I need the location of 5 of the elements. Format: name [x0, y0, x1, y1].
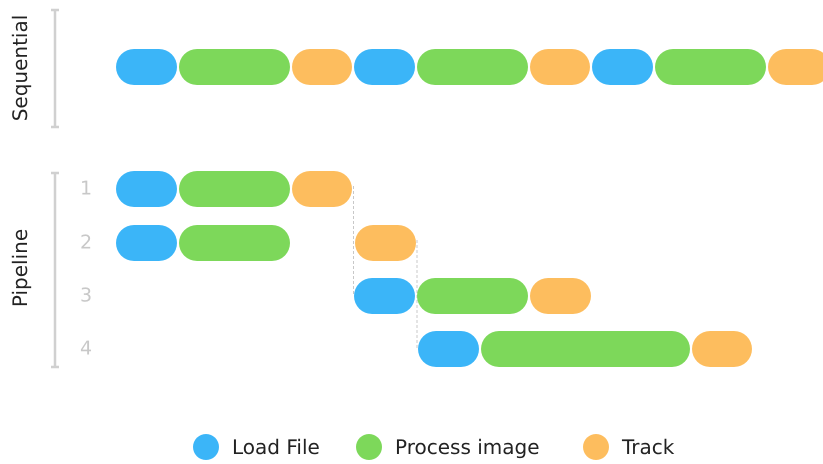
legend-label: Process image — [395, 437, 540, 457]
legend-label: Track — [622, 437, 674, 457]
legend-label: Load File — [232, 437, 320, 457]
axis-label: Pipeline — [10, 228, 30, 308]
axis-label: Sequential — [10, 14, 30, 122]
